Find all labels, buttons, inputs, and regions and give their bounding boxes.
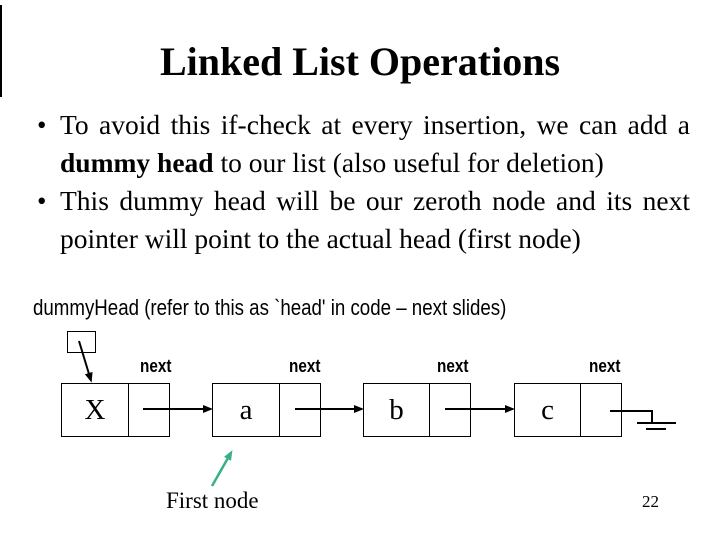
node-next-cell — [429, 384, 470, 436]
bullet-item: • This dummy head will be our zeroth nod… — [30, 182, 690, 258]
bullet-line-text: This dummy head will be our zeroth node … — [60, 185, 690, 216]
bullet-line: To avoid this if-check at every insertio… — [60, 106, 690, 144]
bullet-line: pointer will point to the actual head (f… — [60, 220, 690, 258]
next-pointer-label: next — [140, 356, 172, 376]
first-node-arrow — [210, 450, 233, 487]
node-value-cell: b — [389, 393, 404, 426]
node-a: a — [212, 383, 321, 437]
page-number: 22 — [642, 492, 659, 511]
node-next-cell — [580, 384, 621, 436]
bullet-line-text: pointer will point to the actual head (f… — [60, 223, 581, 254]
bullet-glyph: • — [37, 110, 47, 140]
bullet-line: This dummy head will be our zeroth node … — [60, 182, 690, 220]
left-edge-mark — [0, 5, 2, 97]
bullet-text: This dummy head will be our zeroth node … — [60, 182, 690, 258]
dummy-head-pointer-box — [67, 331, 96, 353]
bullet-line-text: to our list (also useful for deletion) — [213, 147, 604, 178]
next-pointer-label: next — [437, 356, 469, 376]
bullet-line-text: To avoid this if-check at every insertio… — [60, 109, 690, 140]
node-next-cell — [279, 384, 320, 436]
node-value-cell: a — [239, 393, 253, 426]
node-b: b — [363, 383, 471, 437]
first-node-label: First node — [166, 488, 259, 513]
node-c: c — [514, 383, 622, 437]
slide-title: Linked List Operations — [159, 39, 561, 84]
bullet-list: • To avoid this if-check at every insert… — [30, 106, 690, 258]
node-value-cell: c — [541, 393, 554, 426]
node-value-cell: X — [84, 393, 106, 426]
bullet-text: To avoid this if-check at every insertio… — [60, 106, 690, 182]
bullet-bold-text: dummy head — [60, 147, 214, 178]
next-pointer-label: next — [589, 356, 621, 376]
bullet-item: • To avoid this if-check at every insert… — [30, 106, 690, 182]
node-x: X — [61, 383, 170, 437]
bullet-line: dummy head to our list (also useful for … — [60, 144, 690, 182]
dummy-head-caption: dummyHead (refer to this as `head' in co… — [33, 295, 507, 320]
bullet-glyph: • — [37, 186, 47, 216]
node-next-cell — [128, 384, 169, 436]
next-pointer-label: next — [289, 356, 321, 376]
